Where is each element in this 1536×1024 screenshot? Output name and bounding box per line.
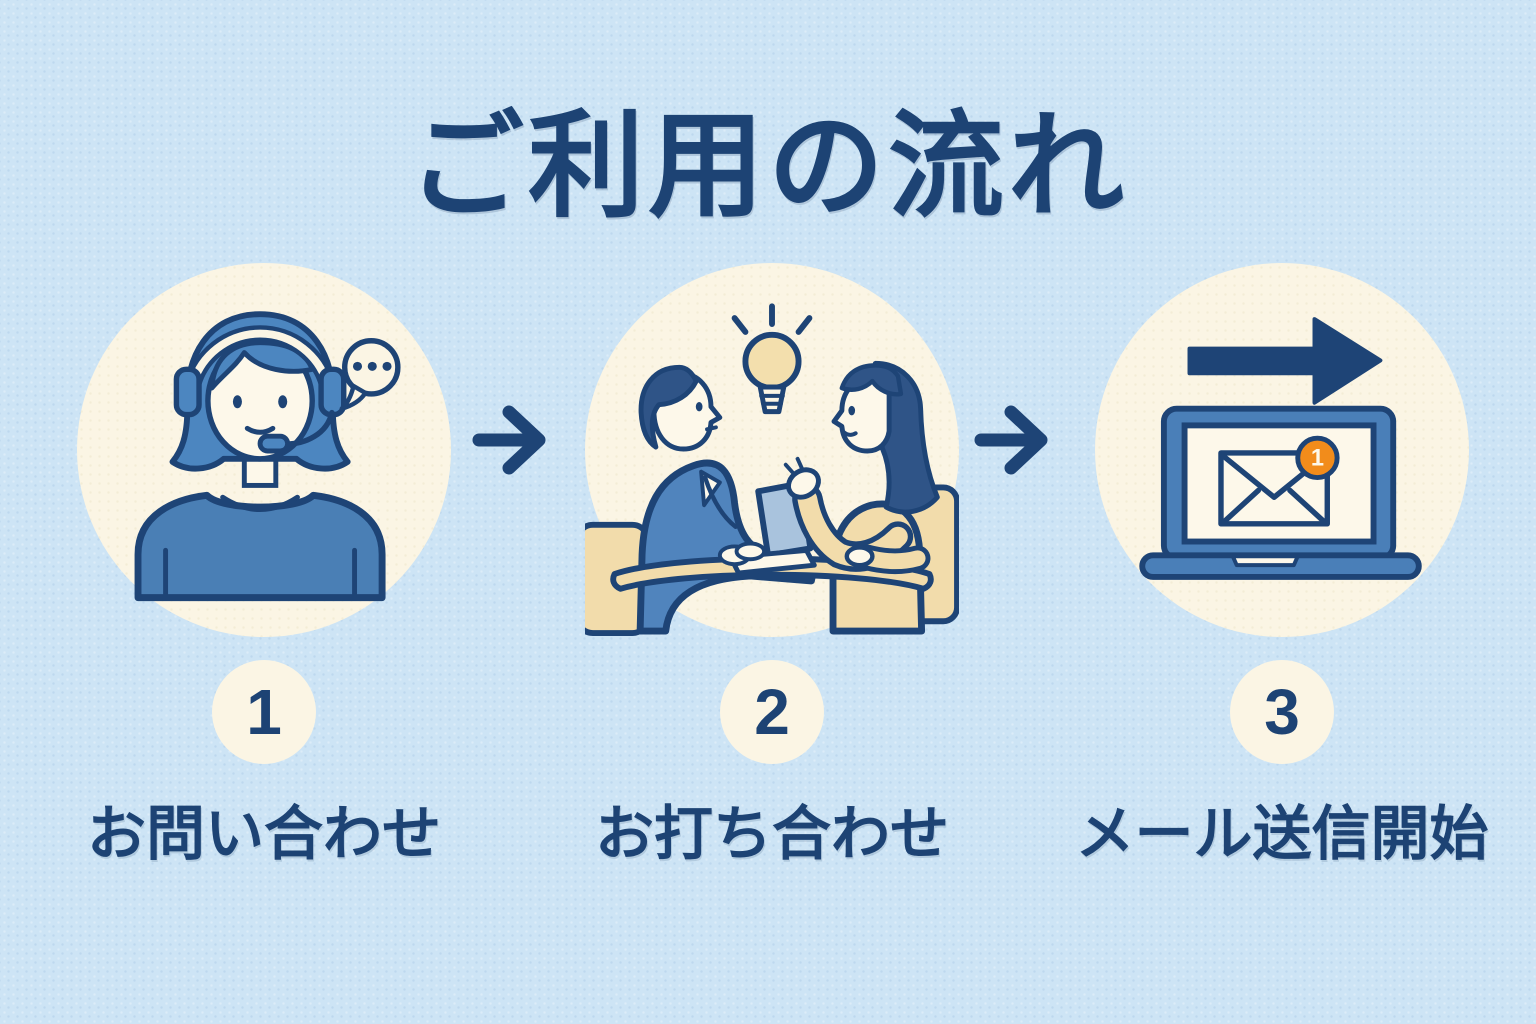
agent-eye-left xyxy=(232,395,242,409)
notification-count: 1 xyxy=(1311,446,1324,472)
step-2-caption: お打ち合わせ xyxy=(594,801,950,867)
step-3-number-badge: 3 xyxy=(1230,660,1334,764)
send-arrow-icon xyxy=(1187,317,1383,405)
headset-band xyxy=(188,329,332,391)
speech-bubble-icon xyxy=(339,338,401,411)
support-agent-headset-icon xyxy=(134,311,401,602)
agent-mouth xyxy=(244,425,276,435)
man-mouth xyxy=(705,425,718,432)
laptop-notch xyxy=(1230,554,1300,568)
lightbulb-icon xyxy=(731,303,813,415)
headset-mic xyxy=(257,433,291,454)
woman-resting-arm xyxy=(844,544,931,574)
step-2-number-badge: 2 xyxy=(720,660,824,764)
man-hand-right xyxy=(734,541,767,562)
laptop-email-send-icon: 1 xyxy=(1139,317,1422,580)
flow-arrow-right-icon xyxy=(472,405,546,475)
step-1-caption: お問い合わせ xyxy=(86,801,442,867)
flow-arrow-right-icon xyxy=(974,405,1048,475)
step-3-caption: メール送信開始 xyxy=(1075,801,1489,867)
man-eye xyxy=(695,401,703,412)
meeting-discussion-lightbulb-icon xyxy=(585,303,959,637)
agent-collar xyxy=(220,494,300,512)
step-number: 2 xyxy=(754,676,790,748)
step-1-number-badge: 1 xyxy=(212,660,316,764)
headset-mic-boom xyxy=(282,409,335,447)
step-number: 3 xyxy=(1264,676,1300,748)
step-3-illustration-circle: 1 xyxy=(1095,263,1469,637)
step-2-illustration-circle xyxy=(585,263,959,637)
notification-badge: 1 xyxy=(1295,435,1340,481)
step-number: 1 xyxy=(246,676,282,748)
man-hair xyxy=(638,364,699,450)
step-1-illustration-circle xyxy=(77,263,451,637)
woman-front-hair xyxy=(839,363,904,397)
agent-eye-right xyxy=(278,395,288,409)
woman-mouth xyxy=(840,429,858,437)
woman-eye xyxy=(848,405,856,416)
page-title: ご利用の流れ xyxy=(408,101,1128,231)
headset-earcup-left xyxy=(173,366,202,418)
